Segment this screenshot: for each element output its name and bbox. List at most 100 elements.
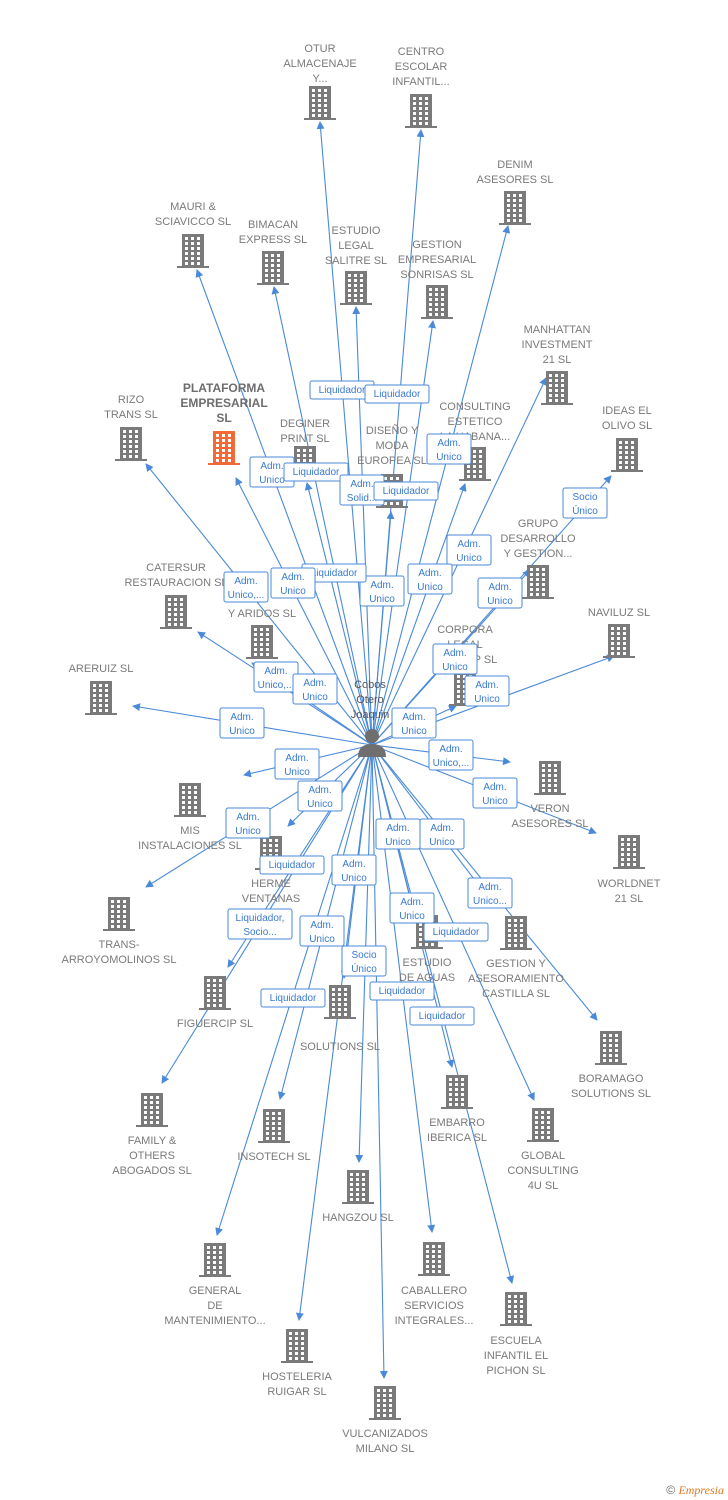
company-node-general[interactable]: GENERALDEMANTENIMIENTO... — [164, 1243, 266, 1327]
company-node-trans[interactable]: TRANS-ARROYOMOLINOS SL — [62, 897, 177, 966]
company-node-areruiz[interactable]: ARERUIZ SL — [69, 663, 134, 715]
role-label[interactable]: Adm.Unico — [249, 456, 295, 488]
role-label[interactable]: Adm.Unico — [274, 748, 320, 780]
company-node-insotech[interactable]: INSOTECH SL — [237, 1109, 311, 1163]
role-text: Unico — [309, 934, 335, 945]
role-label[interactable]: Adm.Unico — [270, 567, 316, 599]
role-label[interactable]: Adm.Unico — [391, 707, 437, 739]
building-icon — [342, 1170, 374, 1204]
role-label[interactable]: Adm.Unico — [432, 643, 478, 675]
company-node-catersur[interactable]: CATERSUR RESTAURACION SL — [124, 562, 228, 629]
role-label[interactable]: Adm.Unico — [297, 780, 343, 812]
role-label[interactable]: Adm.Unico — [389, 892, 435, 924]
role-label[interactable]: Adm.Unico — [472, 777, 518, 809]
role-text: Adm. — [488, 582, 511, 593]
company-node-centro[interactable]: CENTROESCOLARINFANTIL... — [392, 46, 450, 128]
role-text: Adm. — [418, 568, 441, 579]
footer-brand[interactable]: © Empresia — [666, 1483, 724, 1498]
role-text: Adm. — [281, 572, 304, 583]
role-label[interactable]: Adm. Unico — [375, 818, 421, 850]
role-label[interactable]: Liquidador — [423, 922, 489, 942]
building-icon — [257, 251, 289, 285]
role-label[interactable]: Adm.Unico... — [467, 877, 513, 909]
role-label[interactable]: Adm.Unico,... — [428, 739, 474, 771]
company-node-otur[interactable]: OTURALMACENAJEY... — [283, 43, 357, 120]
role-label[interactable]: Adm.Unico — [426, 433, 472, 465]
role-label[interactable]: Adm.Unico,... — [253, 661, 299, 693]
company-node-aridos[interactable]: Y ARIDOS SL — [228, 608, 296, 659]
company-node-naviluz[interactable]: NAVILUZ SL — [588, 607, 650, 658]
role-label[interactable]: Adm.Unico — [446, 534, 492, 566]
role-label[interactable]: Liquidador — [309, 380, 375, 400]
role-text: Adm. — [457, 539, 480, 550]
role-text: Unico — [399, 911, 425, 922]
company-node-mauri[interactable]: MAURI &SCIAVICCO SL — [155, 201, 231, 268]
role-label[interactable]: Liquidador — [364, 384, 430, 404]
role-label[interactable]: Adm.Unico — [419, 818, 465, 850]
role-label[interactable]: Liquidador — [369, 981, 435, 1001]
company-name-line: RESTAURACION SL — [124, 577, 227, 589]
role-label[interactable]: Liquidador — [409, 1006, 475, 1026]
company-node-caballero[interactable]: CABALLEROSERVICIOSINTEGRALES... — [395, 1242, 474, 1327]
role-label[interactable]: Adm.Unico — [477, 577, 523, 609]
role-label[interactable]: Adm. Unico — [225, 807, 271, 839]
role-text: Unico — [474, 694, 500, 705]
building-icon — [595, 1031, 627, 1065]
edge-consulting — [371, 483, 467, 746]
role-label[interactable]: Adm.Unico — [407, 563, 453, 595]
role-label[interactable]: Adm.Unico,... — [223, 571, 269, 603]
role-label[interactable]: Liquidador — [259, 855, 325, 875]
role-text: Unico — [385, 837, 411, 848]
role-label[interactable]: Adm.Unico — [299, 915, 345, 947]
edge-estudio_legal — [352, 306, 373, 746]
role-label[interactable]: Liquidador — [283, 462, 349, 482]
role-text: Adm. — [236, 812, 259, 823]
role-text: Unico — [307, 799, 333, 810]
company-name-line: CENTRO — [398, 46, 445, 58]
role-label[interactable]: Adm.Unico — [464, 675, 510, 707]
role-label[interactable]: Adm.Unico — [292, 673, 338, 705]
building-icon — [199, 976, 231, 1010]
role-label[interactable]: Adm.Unico — [331, 854, 377, 886]
role-text: Liquidador — [319, 385, 366, 396]
role-label[interactable]: Liquidador — [373, 481, 439, 501]
role-text: Adm. — [342, 859, 365, 870]
company-node-hangzou[interactable]: HANGZOU SL — [322, 1170, 394, 1224]
role-text: Adm. — [386, 823, 409, 834]
role-label[interactable]: Adm.Unico — [219, 707, 265, 739]
role-text: Adm. — [285, 753, 308, 764]
building-icon — [500, 1292, 532, 1326]
company-node-figuercip[interactable]: FIGUERCIP SL — [177, 976, 253, 1030]
company-name-line: CATERSUR — [146, 562, 206, 574]
building-icon — [115, 427, 147, 461]
role-label[interactable]: Liquidador — [260, 988, 326, 1008]
role-label[interactable]: Adm.Unico — [359, 575, 405, 607]
role-text: Unico — [235, 826, 261, 837]
role-label[interactable]: Liquidador,Socio... — [227, 908, 293, 940]
company-node-solutions[interactable]: SOLUTIONS SL — [300, 985, 380, 1053]
